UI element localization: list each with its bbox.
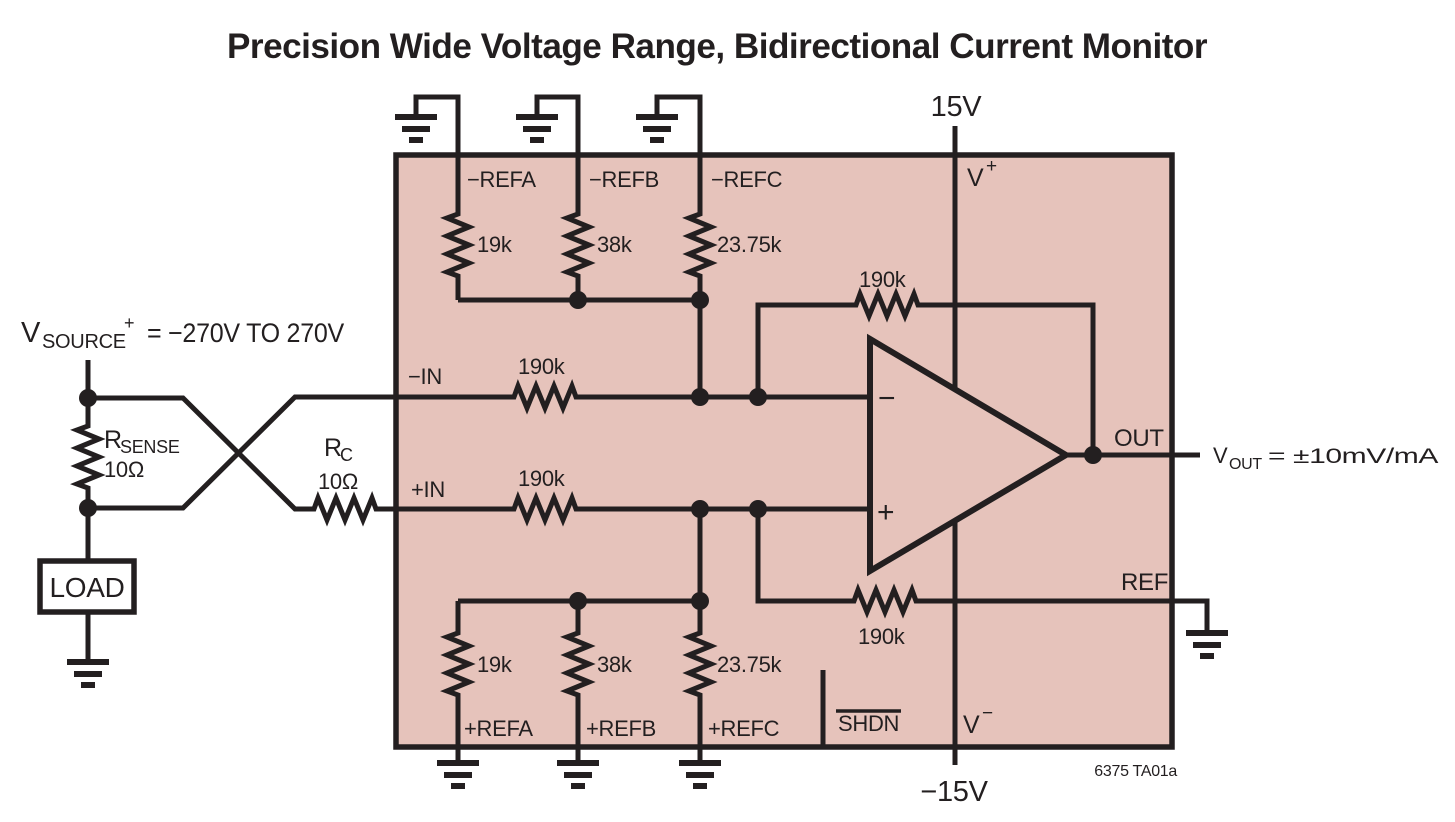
- ground-symbol-bottom-a: [437, 760, 479, 789]
- pin-label-pos-refa: +REFA: [464, 716, 533, 741]
- neg-rail-label: −15V: [920, 776, 988, 808]
- pin-label-neg-refa: −REFA: [467, 167, 536, 192]
- resistor-value-neg-refa: 19k: [477, 232, 513, 257]
- resistor-value-neg-refc: 23.75k: [717, 232, 783, 257]
- ground-symbol-top-a: [395, 114, 437, 143]
- junction-dot: [749, 388, 767, 406]
- resistor-value-pos-refb: 38k: [597, 652, 633, 677]
- schematic-title: Precision Wide Voltage Range, Bidirectio…: [227, 27, 1208, 66]
- ground-symbol-load: [67, 659, 109, 688]
- wire-top-flag-a: [413, 94, 461, 157]
- ground-symbol-top-b: [516, 114, 558, 143]
- junction-dot: [749, 500, 767, 518]
- rsense-base: R: [104, 426, 122, 454]
- junction-dot: [569, 592, 587, 610]
- wire-top-flag-c: [654, 94, 703, 157]
- junction-dot: [1084, 446, 1102, 464]
- resistor-value-pos-refa: 19k: [477, 652, 513, 677]
- junction-dot: [691, 291, 709, 309]
- pin-label-neg-in: −IN: [408, 364, 442, 389]
- pin-label-neg-refb: −REFB: [589, 167, 659, 192]
- wire-neg-input-path: [88, 379, 870, 511]
- ground-symbol-ref: [1186, 630, 1228, 659]
- resistor-value-ref: 190k: [858, 624, 906, 649]
- junction-dot: [691, 500, 709, 518]
- pin-label-out: OUT: [1114, 425, 1164, 452]
- vsource-sub: SOURCE: [42, 331, 126, 353]
- resistor-value-pos-refc: 23.75k: [717, 652, 783, 677]
- resistor-value-neg-refb: 38k: [597, 232, 633, 257]
- vsource-base: V: [21, 317, 41, 349]
- resistor-neg-refb: [560, 155, 596, 300]
- resistor-neg-refa: [440, 155, 476, 300]
- rc-base: R: [324, 434, 342, 462]
- pin-label-shdn: SHDN: [838, 711, 899, 736]
- load-label: LOAD: [49, 572, 124, 603]
- vsource-sup: +: [124, 313, 134, 333]
- vout-base: V: [1213, 443, 1228, 468]
- resistor-feedback: [755, 287, 1096, 455]
- opamp-noninverting-mark: +: [877, 496, 894, 529]
- ground-symbol-top-c: [636, 114, 678, 143]
- rc-sub: C: [340, 445, 353, 465]
- junction-dot: [691, 592, 709, 610]
- resistor-rsense: [70, 360, 106, 508]
- load-box: [37, 558, 137, 615]
- vsource-range: = −270V TO 270V: [147, 318, 344, 348]
- resistor-pos-refc: [682, 509, 718, 762]
- junction-dot: [79, 389, 97, 407]
- wire-pos-input-path: [88, 395, 870, 527]
- resistor-pos-refa: [440, 601, 476, 762]
- pin-label-pos-refc: +REFC: [708, 716, 780, 741]
- junction-dot: [569, 291, 587, 309]
- pos-rail-label: 15V: [931, 91, 983, 123]
- resistor-ref: [755, 509, 1210, 631]
- pin-label-pos-refb: +REFB: [586, 716, 656, 741]
- rc-value: 10Ω: [318, 469, 358, 494]
- ground-symbol-bottom-c: [679, 760, 721, 789]
- resistor-value-pos-in: 190k: [518, 466, 566, 491]
- resistor-pos-refb: [560, 601, 596, 762]
- v-plus-label: V: [967, 164, 984, 192]
- junction-dot: [79, 499, 97, 517]
- figure-id: 6375 TA01a: [1094, 763, 1177, 780]
- pin-label-ref: REF: [1121, 569, 1168, 596]
- opamp-inverting-mark: −: [878, 382, 895, 415]
- pin-label-neg-refc: −REFC: [711, 167, 783, 192]
- junction-dot: [691, 388, 709, 406]
- opamp-triangle: [867, 333, 1072, 577]
- vout-value: = ±10mV/mA: [1268, 445, 1438, 468]
- resistor-value-feedback: 190k: [859, 267, 907, 292]
- ground-symbol-bottom-b: [557, 760, 599, 789]
- v-minus-sup: −: [982, 703, 993, 724]
- rsense-value: 10Ω: [104, 457, 144, 482]
- resistor-value-neg-in: 190k: [518, 354, 566, 379]
- vout-sub: OUT: [1229, 456, 1262, 473]
- v-minus-label: V: [963, 711, 980, 739]
- v-plus-sup: +: [986, 156, 997, 177]
- rsense-sub: SENSE: [120, 437, 180, 457]
- wire-top-flag-b: [534, 94, 581, 157]
- pin-label-pos-in: +IN: [411, 477, 445, 502]
- resistor-neg-refc: [682, 155, 718, 300]
